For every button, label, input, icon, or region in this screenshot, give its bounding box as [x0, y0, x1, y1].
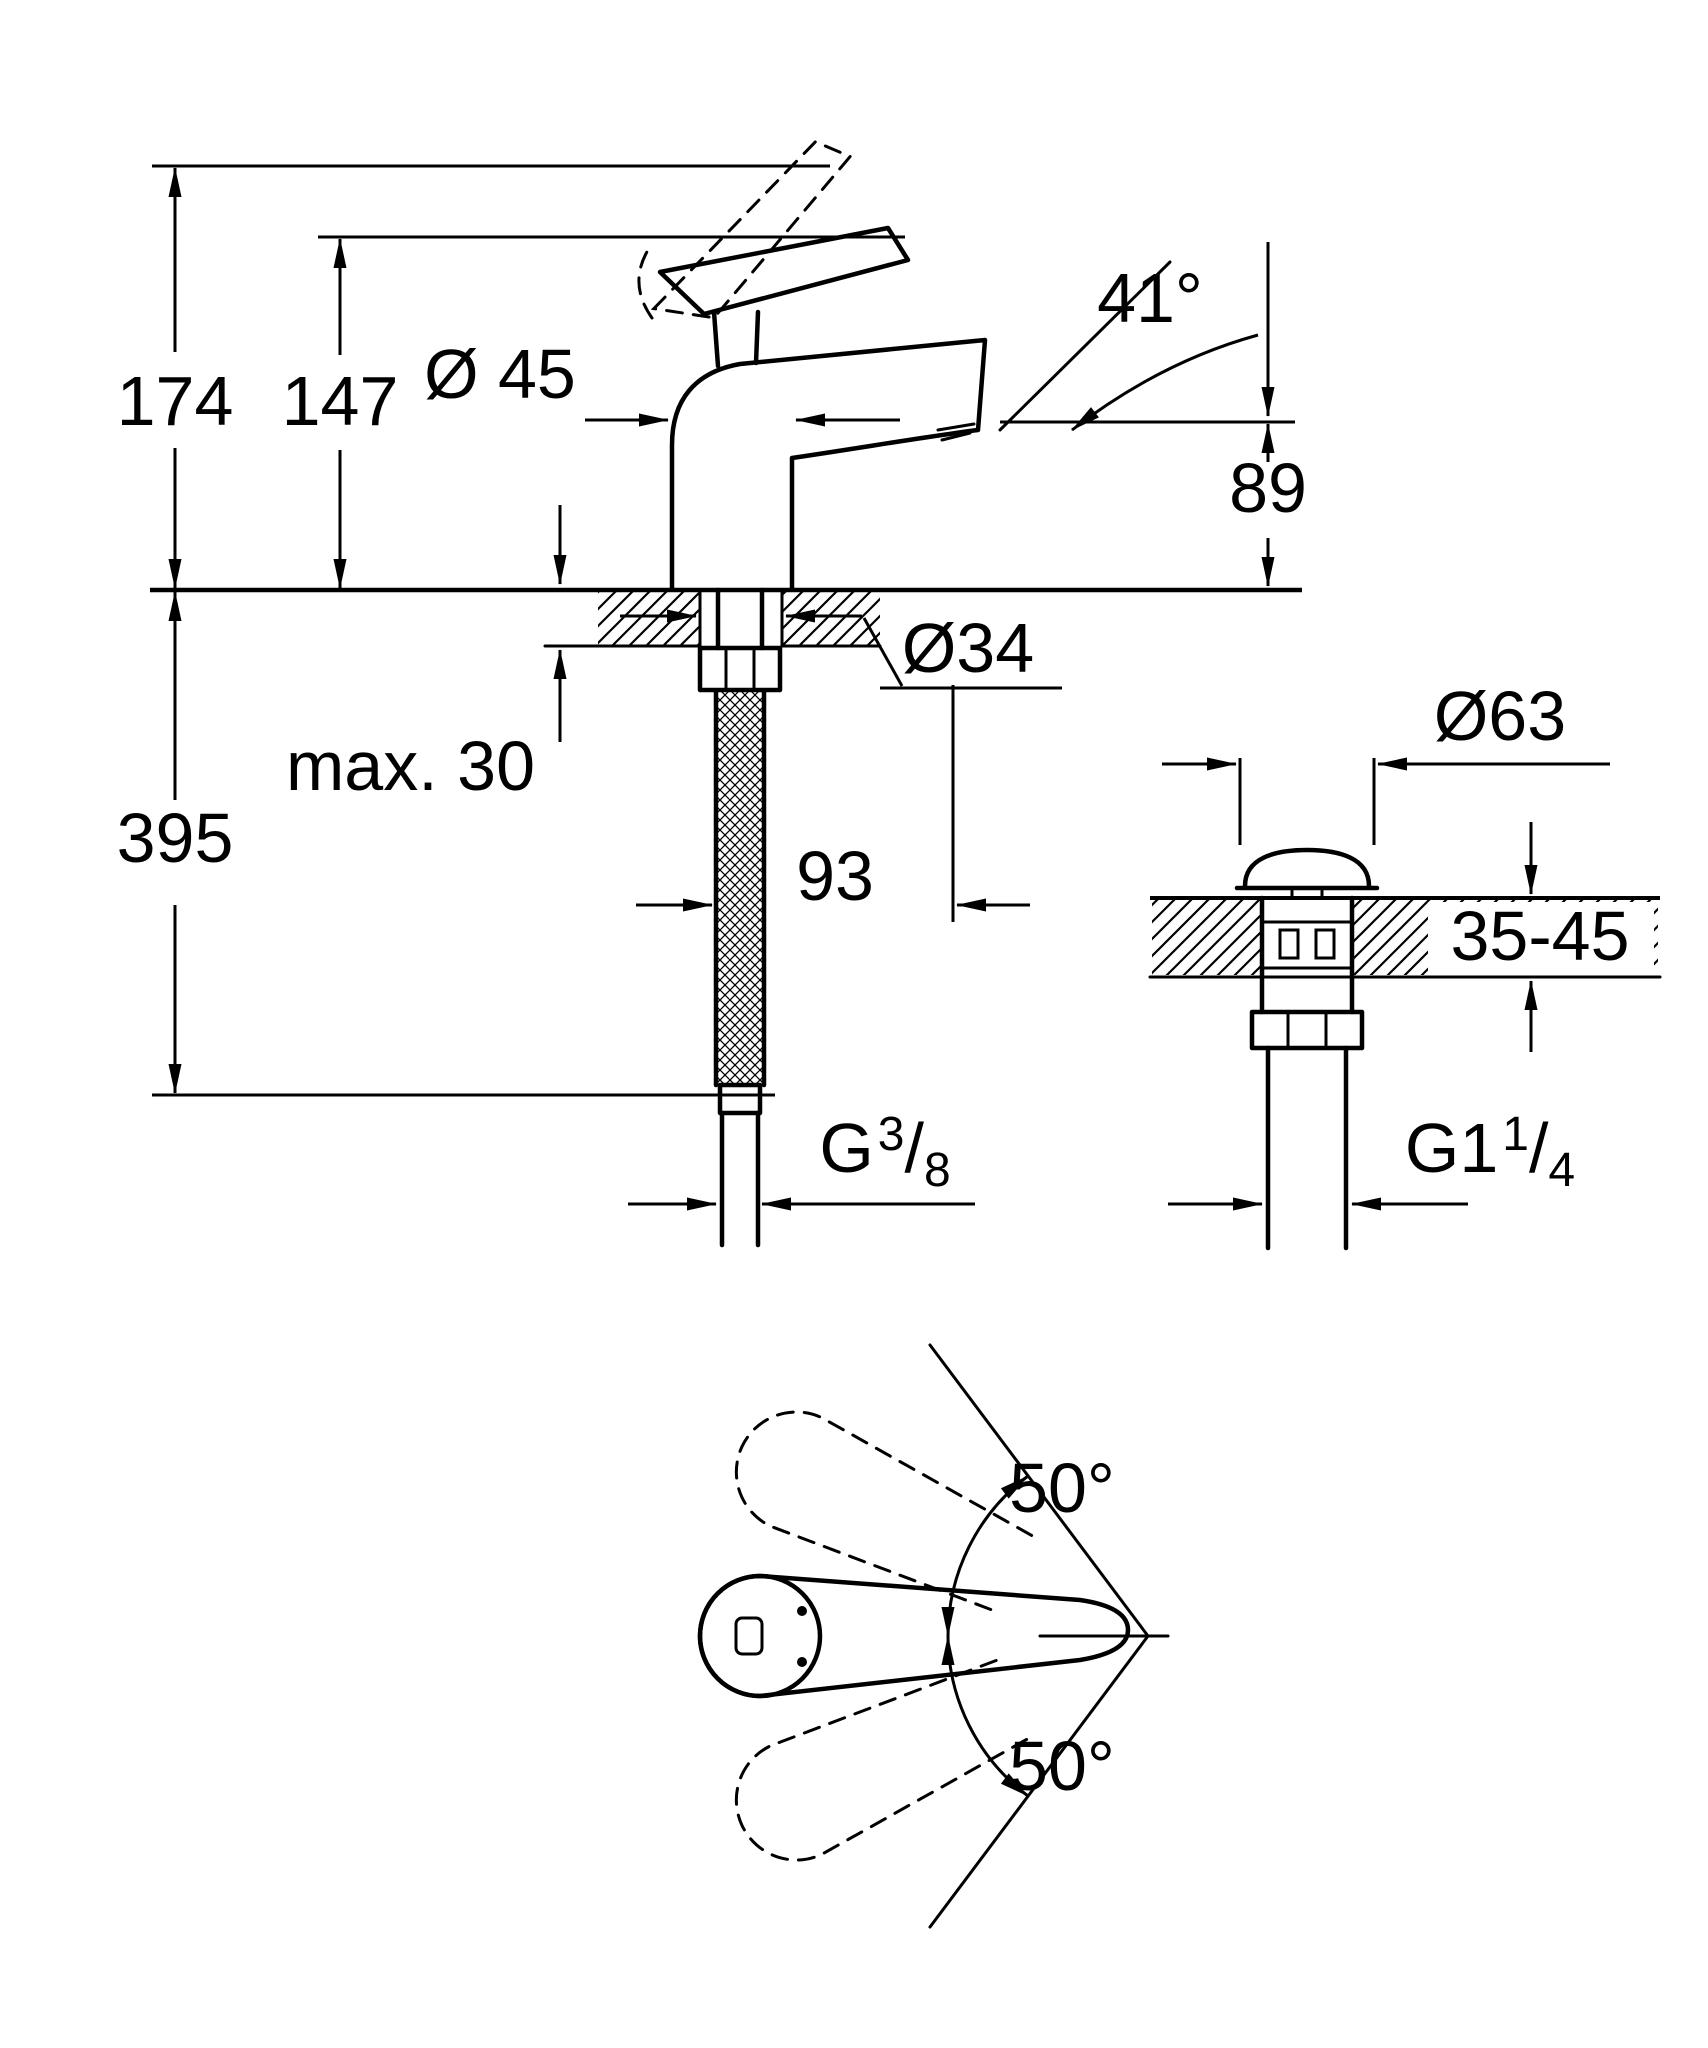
lever-lowered [657, 225, 911, 317]
dim-93-label: 93 [796, 837, 874, 915]
dimension-g114: G11/4 [1168, 1108, 1575, 1211]
counter-section [150, 587, 1302, 648]
faucet-body-outline [669, 337, 988, 591]
handle-swiveled-upper-dashed [734, 1658, 1034, 1862]
dia-45-label: Ø 45 [424, 335, 576, 413]
handle-top-view: 50° 50° [697, 1343, 1170, 1929]
handle-dot-2 [797, 1657, 807, 1667]
mounting-hose-assembly [697, 587, 783, 1248]
dimension-g38: G3/8 [628, 1108, 975, 1211]
waste-dome-cap [1242, 847, 1372, 889]
g38-label: G3/8 [819, 1108, 950, 1197]
swivel-arc-lower [941, 1635, 1029, 1798]
hose-end-fitting [717, 1082, 763, 1116]
aerator-line-2 [940, 431, 972, 442]
dimension-dia63: Ø63 [1162, 677, 1610, 845]
dimension-395: 395 [117, 591, 775, 1097]
handle-dot-1 [797, 1606, 807, 1616]
dimension-93: 93 [636, 685, 1030, 922]
swivel-line-upper [928, 1343, 1150, 1638]
dim-147-label: 147 [282, 362, 399, 440]
handle-lever-outline [697, 1573, 1131, 1699]
handle-swiveled-lower-dashed [734, 1410, 1034, 1614]
mounting-nut [697, 645, 783, 693]
waste-slot-right [1314, 928, 1336, 960]
swivel-angle-upper-label: 50° [1009, 1449, 1115, 1527]
spout-angle-arc [1071, 333, 1259, 432]
aerator-line-1 [936, 422, 976, 432]
dimension-dia34: Ø34 [620, 609, 1062, 690]
angle-41-label: 41° [1097, 259, 1203, 337]
max-30-label: max. 30 [286, 727, 535, 805]
dimension-174: 174 [117, 164, 830, 589]
dimension-89: 89 [1000, 242, 1307, 587]
dim-89-label: 89 [1229, 449, 1307, 527]
g114-label: G11/4 [1405, 1108, 1575, 1197]
waste-drain-side-view: 35-45 [1148, 847, 1662, 1251]
braided-hose-texture [716, 692, 764, 1085]
waste-nut [1249, 1009, 1365, 1051]
swivel-arc-upper [941, 1474, 1029, 1637]
deck-hatch-left [1152, 900, 1260, 975]
cartridge-neck-right [753, 309, 761, 366]
deck-range-label: 35-45 [1450, 897, 1629, 975]
dim-395-label: 395 [117, 799, 234, 877]
dia-34-label: Ø34 [902, 609, 1034, 687]
lever-travel-arc [637, 248, 654, 320]
swivel-line-lower [928, 1634, 1150, 1929]
dimension-147: 147 [282, 235, 905, 589]
dia-63-label: Ø63 [1434, 677, 1566, 755]
dim-174-label: 174 [117, 362, 234, 440]
spout-angle-ref-line [998, 260, 1172, 432]
dimension-dia45: Ø 45 [424, 335, 900, 427]
dimension-angle41: 41° [998, 259, 1259, 432]
faucet-front-view [637, 140, 988, 591]
waste-slot-left [1278, 928, 1300, 960]
dimension-max30: max. 30 [286, 505, 567, 805]
lever-raised-dashed [650, 140, 853, 320]
dia-34-leader-diagonal [862, 617, 904, 687]
handle-slot-detail [734, 1616, 764, 1656]
cartridge-neck-left [711, 309, 721, 369]
deck-range-label-box [1428, 902, 1654, 975]
counter-hatch-left [598, 592, 700, 646]
